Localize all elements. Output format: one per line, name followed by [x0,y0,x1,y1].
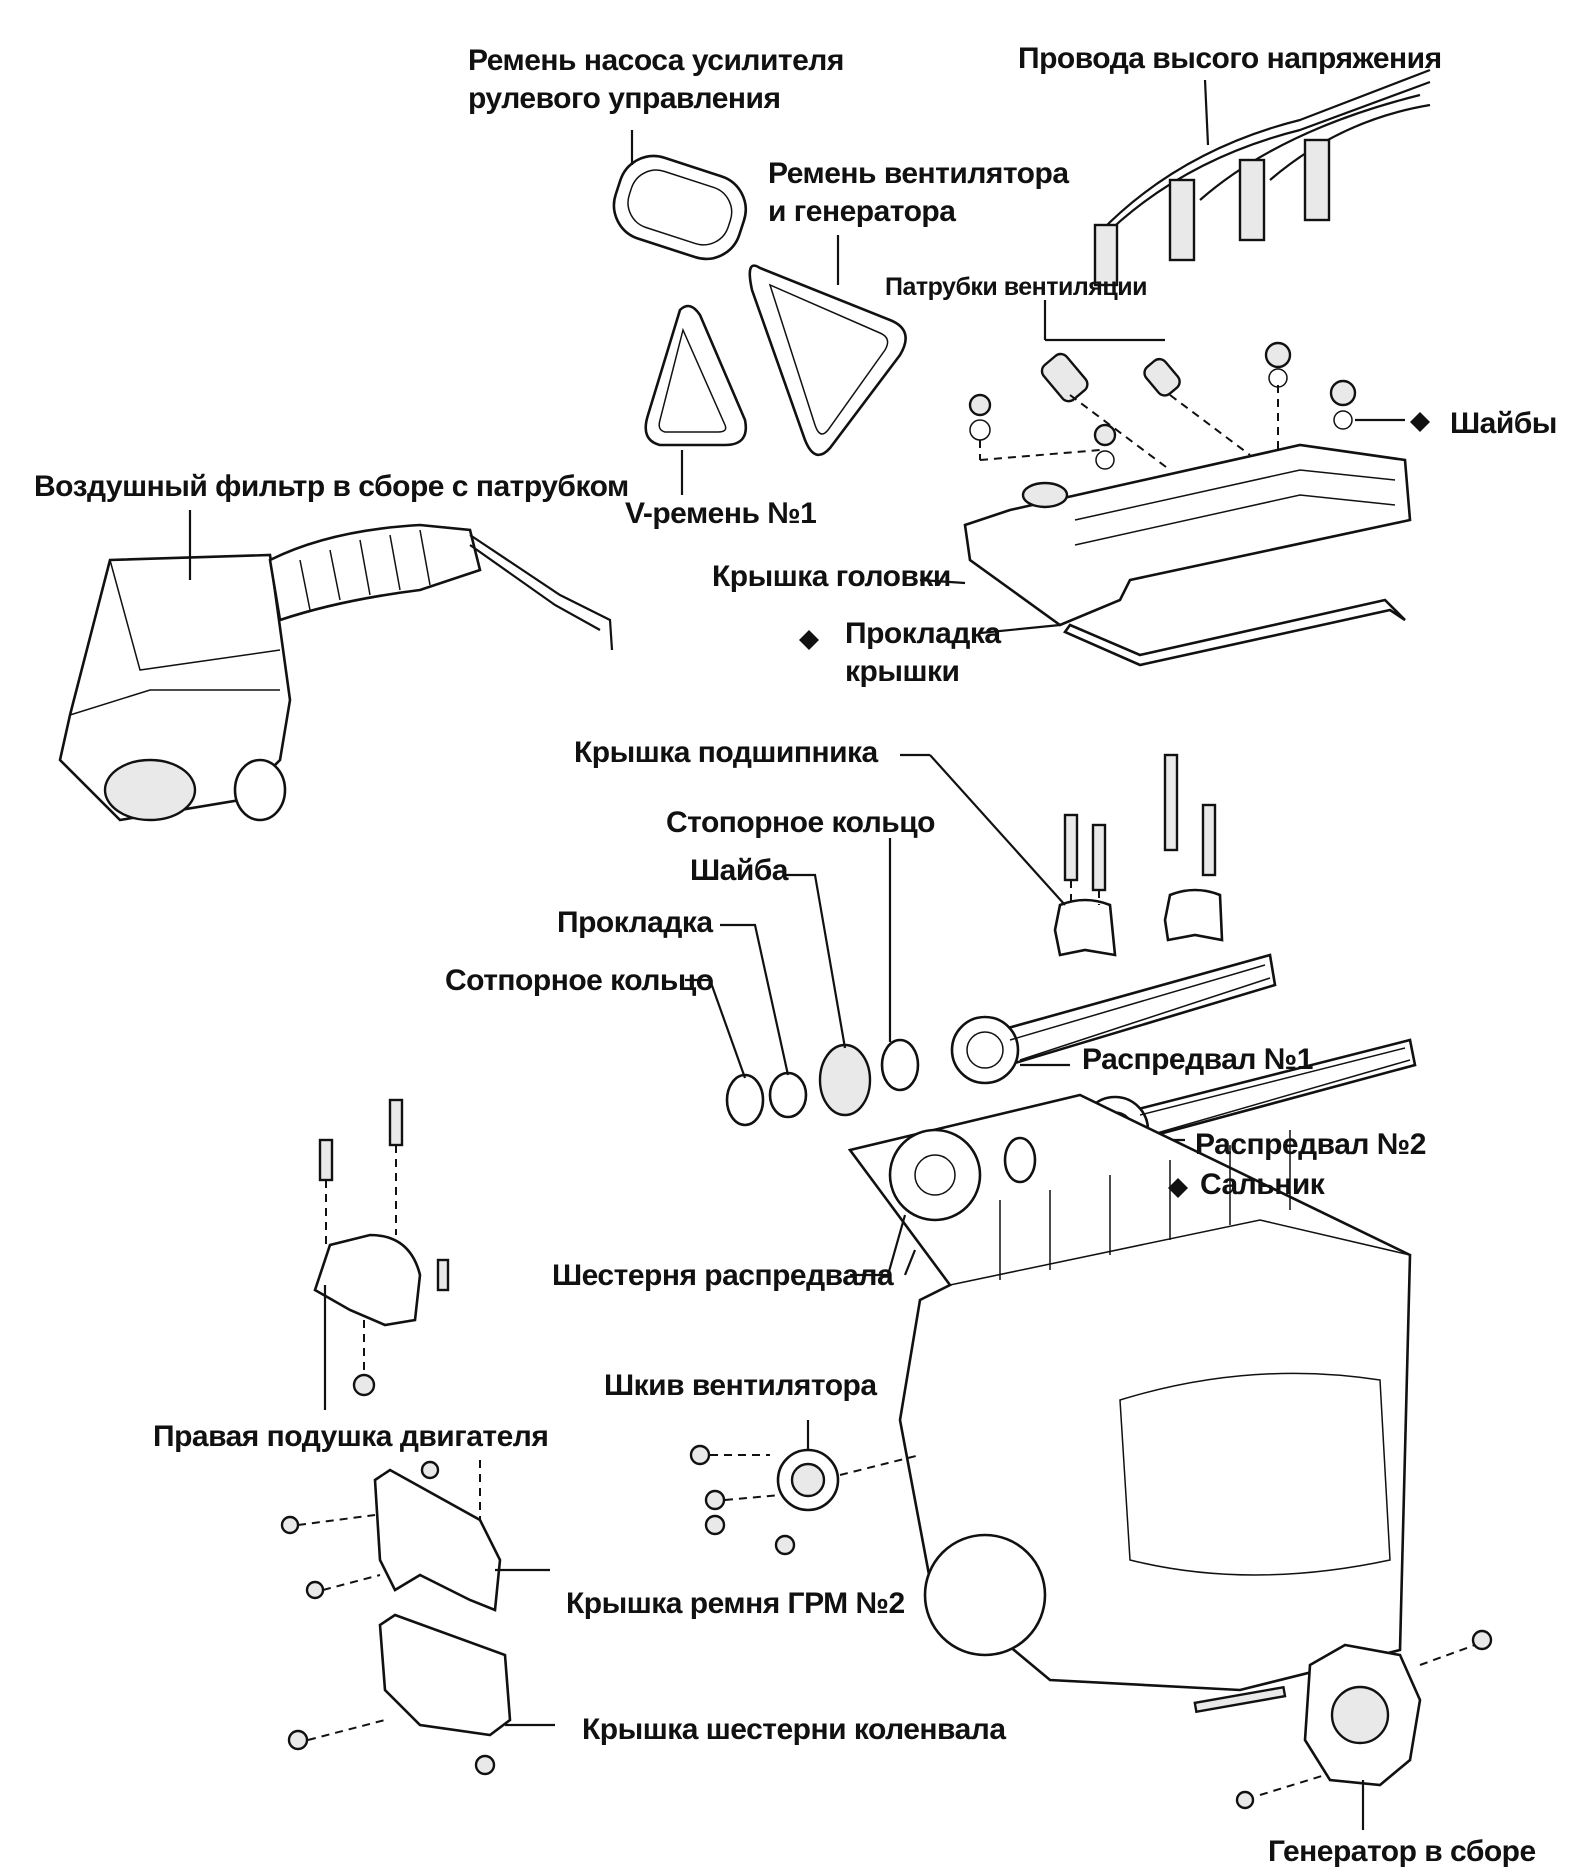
label-washers: Шайбы [1450,407,1557,440]
rings-drawing [685,838,920,1127]
label-camshaft-2: Распредвал №2 [1195,1128,1426,1161]
washers-drawing [968,341,1405,470]
label-snap-ring: Стопорное кольцо [666,806,936,839]
new-part-markers [799,412,1430,1198]
label-cover-gasket-line1: Прокладка [845,617,1001,650]
label-gasket: Прокладка [557,906,713,939]
label-fan-belt-line1: Ремень вентилятора [768,157,1069,190]
label-fan-pulley: Шкив вентилятора [604,1369,877,1402]
label-washer: Шайба [690,854,789,887]
timing-cover-drawing [280,1460,550,1612]
right-mount-drawing [313,1098,450,1410]
label-cam-gear: Шестерня распредвала [552,1259,894,1292]
label-power-steering-belt-line2: рулевого управления [468,82,781,115]
label-power-steering-belt: Ремень насоса усилителя рулевого управле… [468,42,844,118]
label-air-filter: Воздушный фильтр в сборе с патрубком [34,470,629,503]
fan-belt-drawing [748,235,907,457]
label-power-steering-belt-line1: Ремень насоса усилителя [468,44,844,77]
label-v-belt: V-ремень №1 [625,497,817,530]
label-head-cover: Крышка головки [712,560,951,593]
v-belt-drawing [644,304,748,495]
label-hv-wires: Провода высого напряжения [1018,42,1442,75]
crank-cover-drawing [287,1613,555,1776]
power-steering-belt-drawing [612,130,747,261]
label-oil-seal: Сальник [1200,1168,1325,1201]
label-snap-ring-2: Сотпорное кольцо [445,964,714,997]
air-filter-drawing [58,510,614,822]
label-generator: Генератор в сборе [1268,1835,1536,1868]
label-timing-cover-2: Крышка ремня ГРМ №2 [566,1587,905,1620]
label-bearing-cap: Крышка подшипника [574,736,878,769]
label-fan-belt: Ремень вентилятора и генератора [768,155,1069,231]
label-camshaft-1: Распредвал №1 [1082,1043,1313,1076]
label-vent-pipes: Патрубки вентиляции [885,273,1147,301]
head-cover-drawing [919,443,1412,667]
label-right-mount: Правая подушка двигателя [153,1420,549,1453]
label-cover-gasket-line2: крышки [845,655,960,688]
label-cover-gasket: Прокладка крышки [845,615,1001,691]
generator-drawing [1193,1629,1493,1830]
bearing-caps-drawing [900,753,1224,957]
hv-wires-drawing [1093,68,1431,287]
fan-pulley-drawing [689,1420,921,1556]
label-fan-belt-line2: и генератора [768,195,956,228]
engine-block-drawing [847,1093,1412,1692]
vent-pipes-drawing [1040,300,1251,471]
label-crank-cover: Крышка шестерни коленвала [582,1713,1006,1746]
